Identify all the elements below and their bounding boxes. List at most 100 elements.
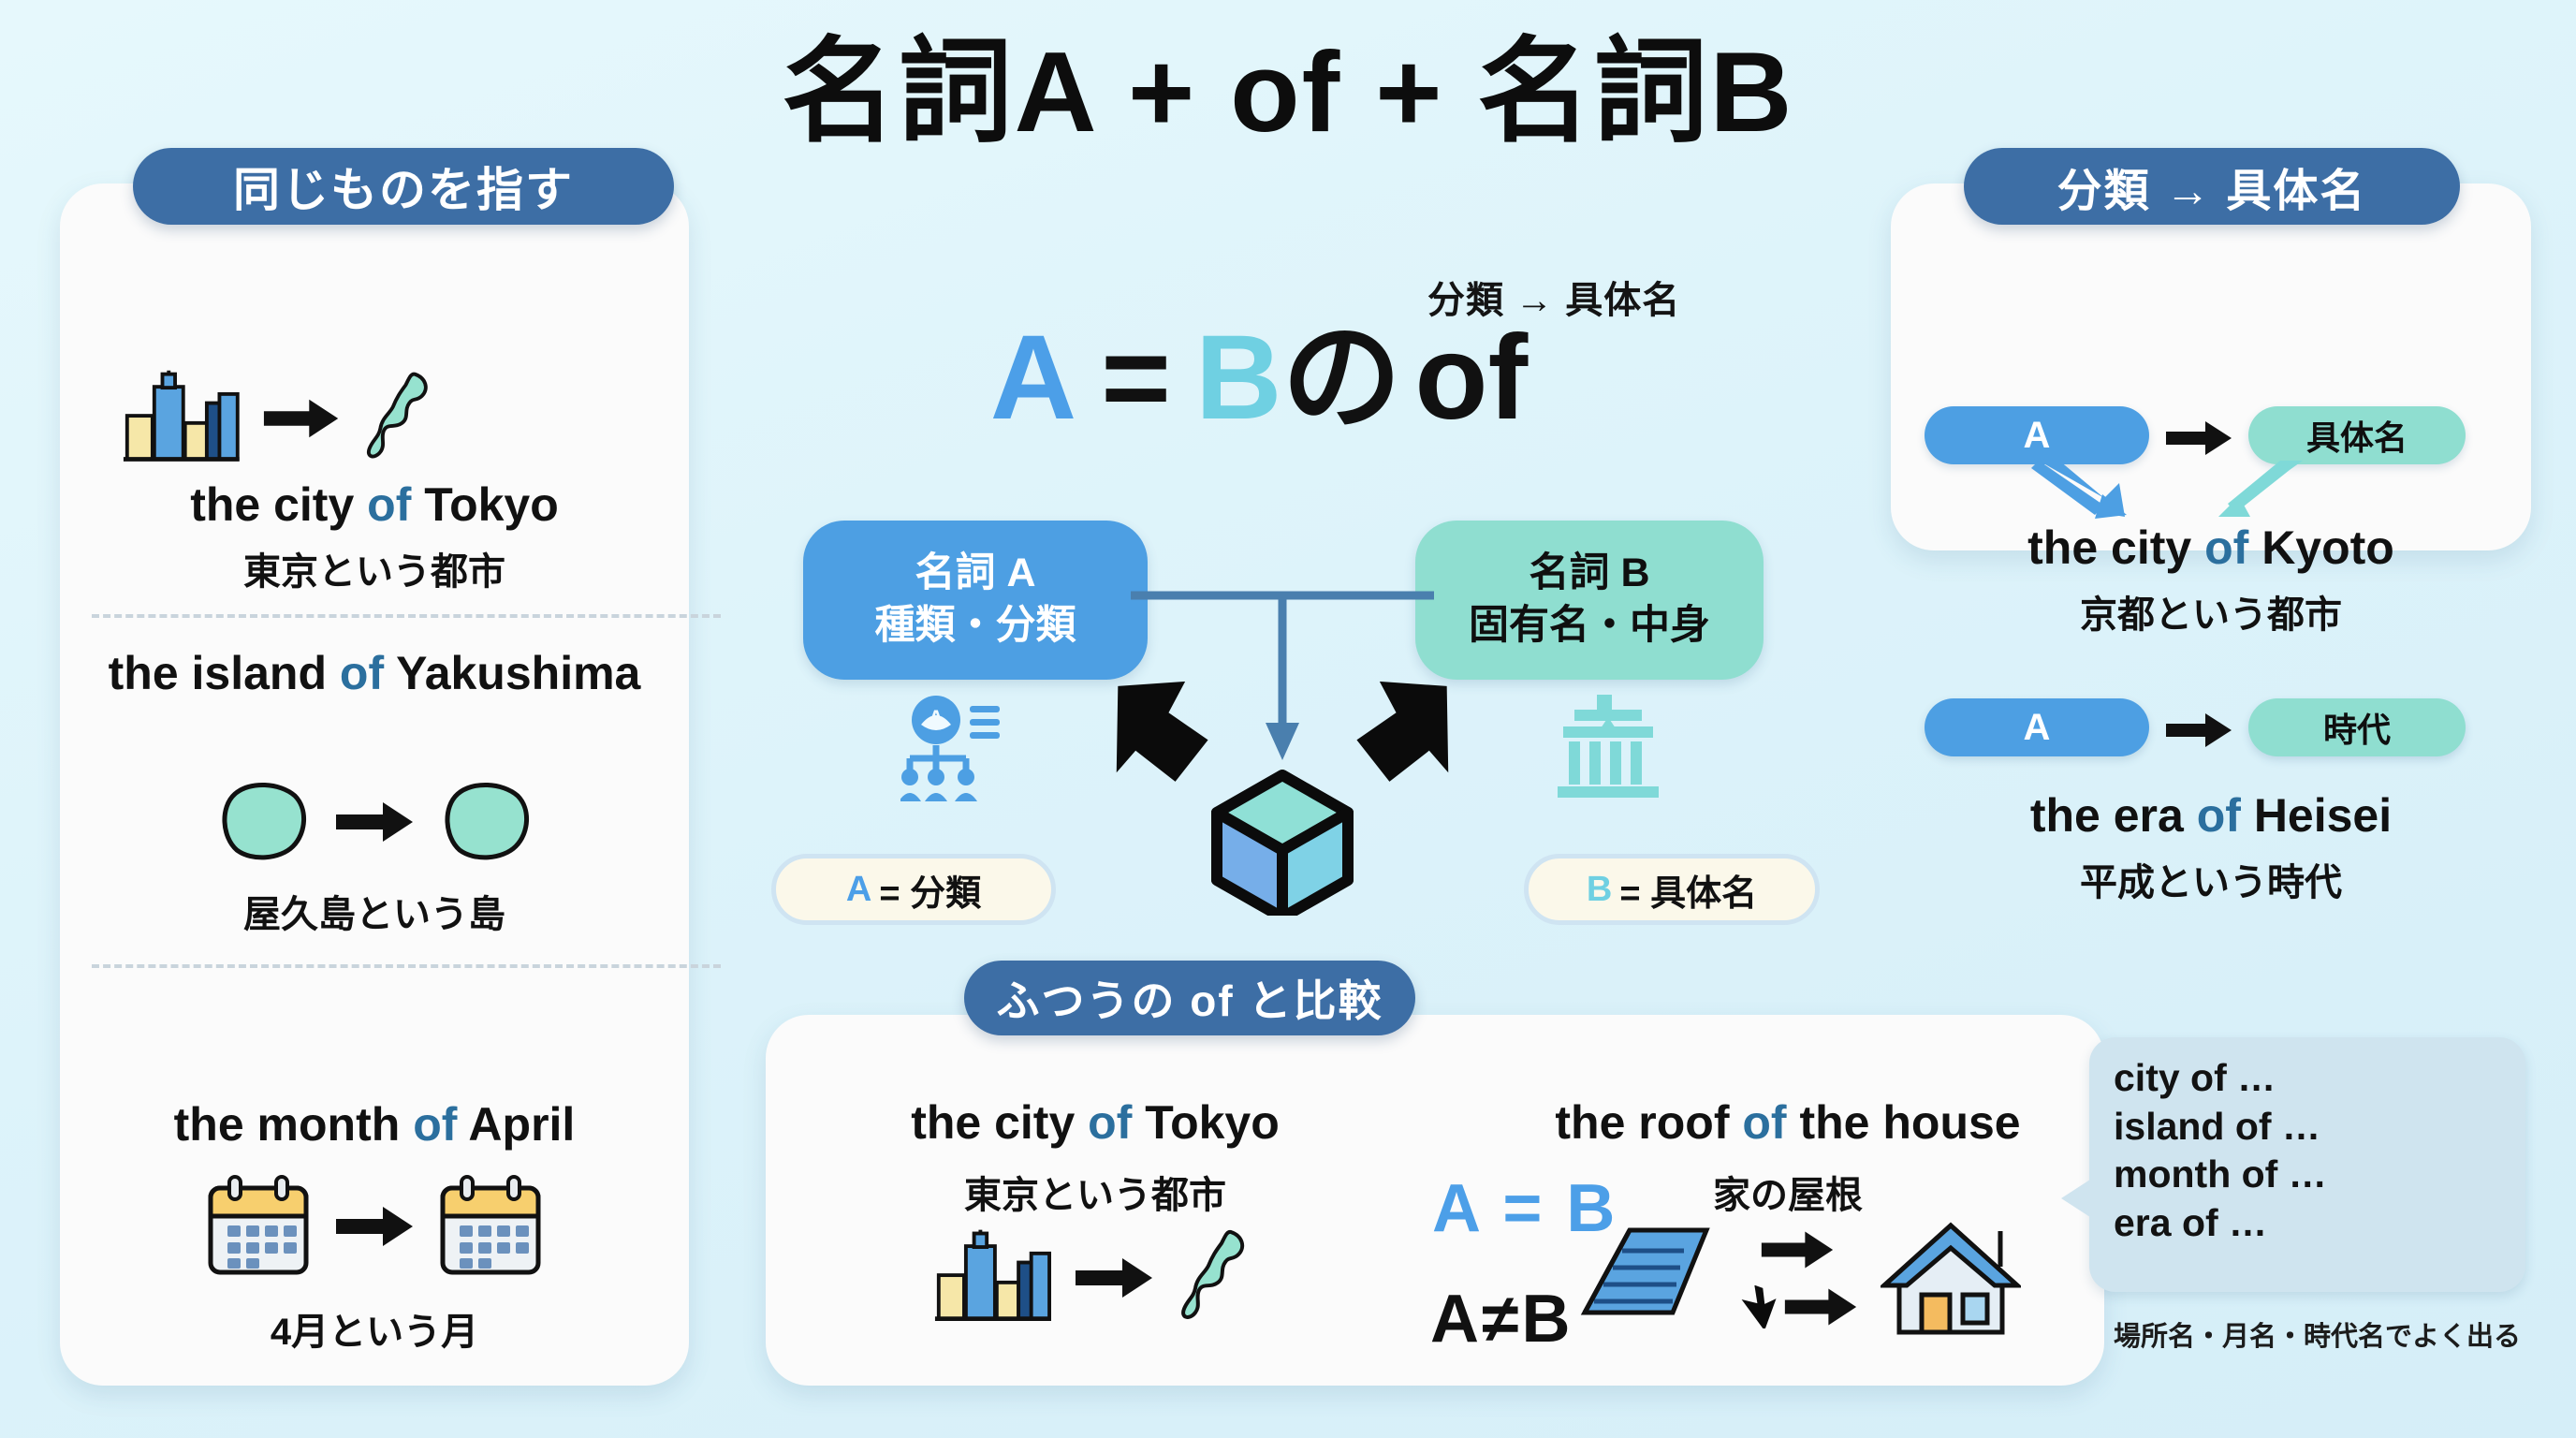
bottom-relation-equal: A = B	[1432, 1171, 1618, 1246]
center-sublabel: 分類 → 具体名	[1427, 280, 1681, 321]
center-tag-a: A= 分類	[771, 854, 1056, 925]
left-panel-header: 同じものを指す	[133, 148, 674, 225]
island-shape-icon	[445, 782, 530, 860]
right-row-1-japanese: 京都という都市	[2080, 594, 2342, 636]
calendar-icon	[208, 1175, 309, 1275]
left-separator-1	[92, 614, 721, 618]
center-tag-b-text: = 具体名	[1619, 873, 1758, 914]
island-shape-icon	[222, 782, 307, 860]
left-example-1-japanese: 東京という都市	[243, 551, 505, 593]
arrow-right-icon	[336, 802, 413, 842]
formula-a: A	[989, 311, 1077, 445]
formula-of: of	[1414, 311, 1529, 445]
formula-equals: =	[1101, 311, 1171, 445]
arrow-right-icon	[336, 1207, 413, 1246]
arrow-right-icon	[2166, 713, 2232, 747]
right-row-2-pill-a: A	[1925, 698, 2149, 756]
bottom-right-japanese: 家の屋根	[1713, 1175, 1863, 1216]
center-tag-b: B= 具体名	[1524, 854, 1820, 925]
arrow-right-icon	[1076, 1258, 1152, 1298]
right-row-2-english: the era of Heisei	[1891, 788, 2531, 843]
bottom-relation-not-equal: A≠B	[1430, 1282, 1573, 1357]
bottom-left-english: the city of Tokyo	[796, 1095, 1395, 1150]
center-tag-b-key: B	[1586, 869, 1613, 909]
left-example-1-en-after: Tokyo	[411, 478, 559, 531]
bottom-left-en-of: of	[1088, 1096, 1133, 1149]
bubble-line-2: island of …	[2114, 1104, 2320, 1148]
house-icon	[1881, 1222, 2021, 1335]
left-example-2-japanese: 屋久島という島	[243, 894, 505, 935]
left-example-2-en-after: Yakushima	[384, 647, 641, 699]
bottom-right-en-of: of	[1742, 1096, 1787, 1149]
cube-icon	[1211, 770, 1354, 916]
cursor-pointer-icon	[1741, 1285, 1777, 1328]
left-example-3-icons	[140, 1172, 608, 1281]
center-node-a: 名詞 A 種類・分類	[803, 521, 1148, 680]
landmark-building-icon	[1558, 695, 1659, 798]
center-connector	[1131, 591, 1434, 760]
bubble-line-4: era of …	[2114, 1200, 2268, 1244]
center-tag-a-text: = 分類	[879, 873, 982, 914]
arrow-right-icon	[263, 399, 338, 438]
arrow-right-icon	[1784, 1288, 1857, 1326]
bottom-left-icons	[842, 1217, 1348, 1339]
bottom-left-en-before: the city	[911, 1096, 1089, 1149]
bottom-right-en-after: the house	[1786, 1096, 2021, 1149]
bottom-panel-card	[766, 1015, 2104, 1386]
left-example-3-japanese: 4月という月	[270, 1312, 479, 1353]
formula-no: の	[1281, 311, 1402, 445]
left-example-1-en-before: the city	[190, 478, 368, 531]
bubble-caption: 場所名・月名・時代名でよく出る	[2114, 1322, 2522, 1352]
bubble-line-3: month of …	[2114, 1152, 2327, 1196]
center-convergence	[1116, 682, 1449, 916]
bubble-line-1: city of …	[2114, 1056, 2276, 1099]
formula-b: B	[1194, 311, 1282, 445]
right-row-1-arrows	[2031, 461, 2303, 519]
bottom-panel-header: ふつうの of と比較	[964, 961, 1415, 1035]
left-example-2-en-before: the island	[108, 647, 340, 699]
right-panel-card	[1891, 183, 2531, 550]
right-row-1-english: the city of Kyoto	[1891, 521, 2531, 575]
left-separator-2	[92, 964, 721, 968]
left-example-3-english: the month of April	[60, 1097, 689, 1152]
left-example-2-icons	[140, 777, 608, 867]
right-row-1-en-after: Kyoto	[2248, 521, 2394, 574]
bottom-right-en-before: the roof	[1555, 1096, 1743, 1149]
roof-icon	[1580, 1227, 1710, 1315]
svg-text:A: A	[929, 706, 944, 729]
right-row-2-en-after: Heisei	[2240, 789, 2393, 842]
right-row-1-en-before: the city	[2027, 521, 2205, 574]
right-panel-header: 分類 → 具体名	[1964, 148, 2460, 225]
city-buildings-icon	[123, 370, 240, 462]
left-example-3-en-before: the month	[173, 1098, 414, 1151]
left-example-2-en-of: of	[339, 647, 385, 699]
right-row-2-en-before: the era	[2029, 789, 2197, 842]
bottom-right-icons	[1535, 1213, 2059, 1344]
left-example-1-en-of: of	[367, 478, 412, 531]
org-chart-hierarchy-icon: A	[900, 696, 1000, 801]
right-row-2-japanese: 平成という時代	[2080, 862, 2342, 903]
bottom-right-english: the roof of the house	[1479, 1095, 2097, 1150]
bottom-left-en-after: Tokyo	[1132, 1096, 1280, 1149]
left-example-1-english: the city of Tokyo	[60, 477, 689, 532]
center-node-a-line1: 名詞 A	[915, 550, 1036, 596]
left-example-1-icons	[122, 367, 440, 470]
center-node-b-line1: 名詞 B	[1529, 550, 1650, 596]
center-tag-a-key: A	[845, 869, 872, 909]
japan-map-icon	[1181, 1229, 1245, 1319]
bottom-left-japanese: 東京という都市	[964, 1175, 1226, 1216]
left-example-3-en-of: of	[413, 1098, 458, 1151]
center-node-a-line2: 種類・分類	[874, 603, 1076, 648]
left-example-2-english: the island of Yakushima	[79, 646, 670, 700]
center-node-b-line2: 固有名・中身	[1469, 603, 1710, 648]
arrow-right-icon	[1761, 1231, 1834, 1269]
tip-speech-bubble: city of … island of … month of … era of …	[2061, 1037, 2525, 1292]
right-row-2-en-of: of	[2196, 789, 2241, 842]
left-example-3-en-after: April	[457, 1098, 576, 1151]
right-row-1-pill-b: 具体名	[2248, 406, 2466, 464]
right-row-1-pill-a: A	[1925, 406, 2149, 464]
city-buildings-icon	[934, 1229, 1051, 1322]
japan-map-icon	[366, 372, 428, 459]
page-title: 名詞A + of + 名詞B	[782, 28, 1794, 155]
